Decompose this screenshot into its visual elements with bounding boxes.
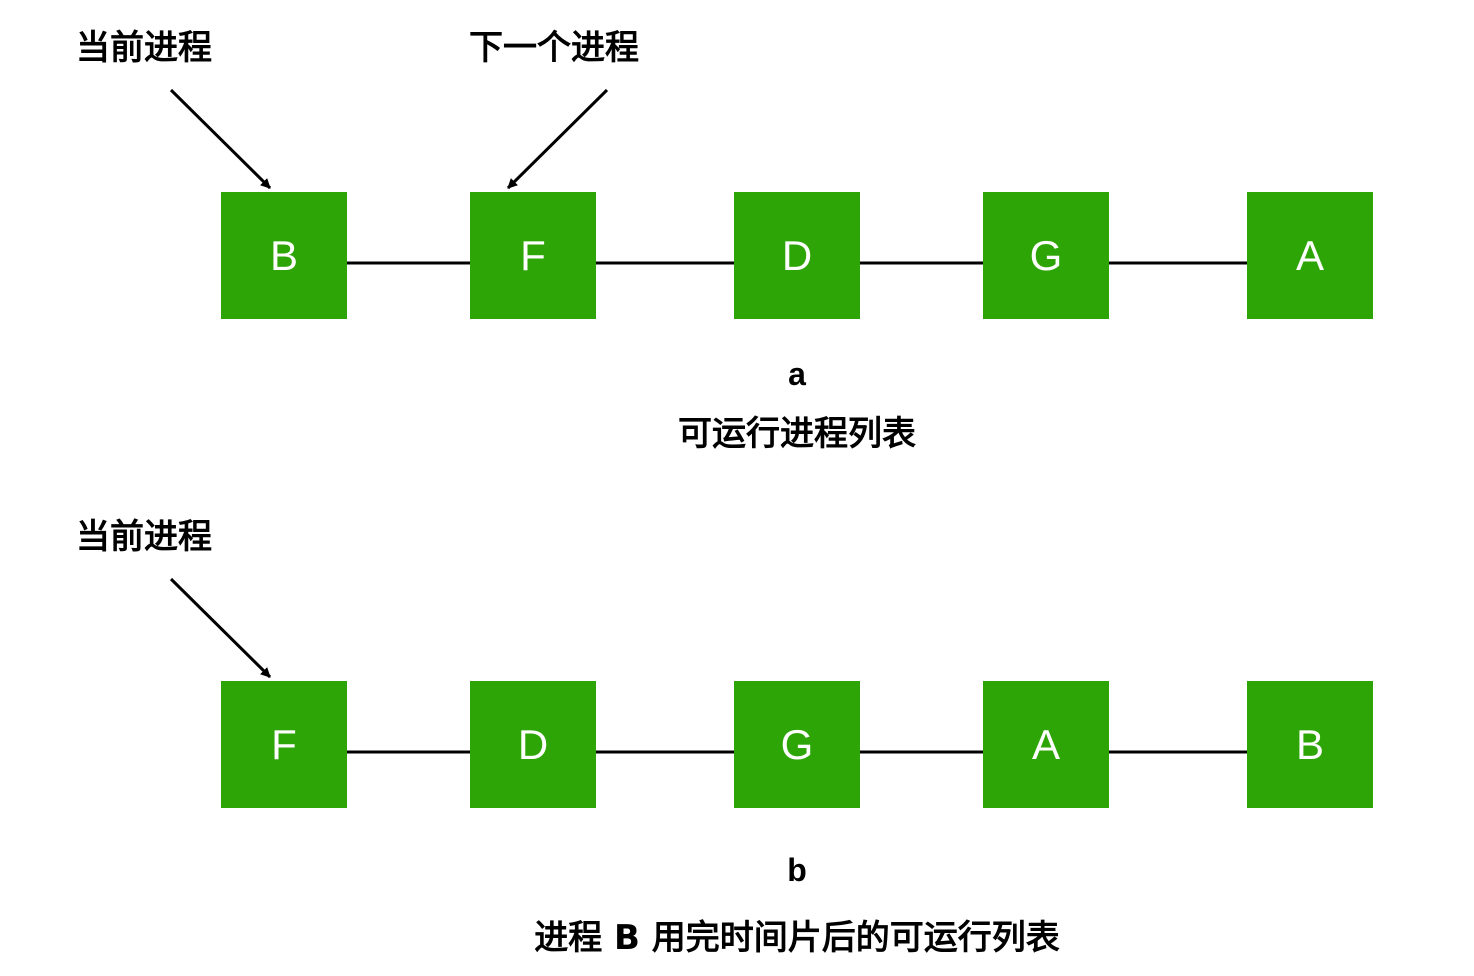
current-process-arrow bbox=[169, 577, 272, 679]
current-process-arrow bbox=[169, 88, 272, 190]
caption-a: 可运行进程列表 bbox=[678, 414, 916, 454]
diagram-letter-a: a bbox=[788, 356, 806, 392]
diagram-b: 当前进程 F D G A B b 进程 B 用完时间片后的可运行列表 bbox=[0, 489, 1474, 976]
current-process-label: 当前进程 bbox=[76, 28, 212, 68]
process-node: G bbox=[983, 192, 1109, 319]
next-process-arrow bbox=[506, 88, 609, 190]
process-node: A bbox=[983, 681, 1109, 808]
next-process-label: 下一个进程 bbox=[469, 28, 639, 68]
connectors-a bbox=[169, 88, 1247, 265]
process-node: B bbox=[1247, 681, 1373, 808]
diagram-letter-b: b bbox=[787, 852, 807, 888]
process-node: B bbox=[221, 192, 347, 319]
connectors-b bbox=[169, 577, 1247, 754]
process-node: F bbox=[470, 192, 596, 319]
process-node: G bbox=[734, 681, 860, 808]
caption-b: 进程 B 用完时间片后的可运行列表 bbox=[534, 918, 1060, 958]
process-node: F bbox=[221, 681, 347, 808]
diagram-a: 当前进程 下一个进程 B F D G A a 可运行进程列表 bbox=[0, 0, 1474, 487]
process-node: D bbox=[734, 192, 860, 319]
current-process-label: 当前进程 bbox=[76, 517, 212, 557]
process-node: A bbox=[1247, 192, 1373, 319]
process-node: D bbox=[470, 681, 596, 808]
